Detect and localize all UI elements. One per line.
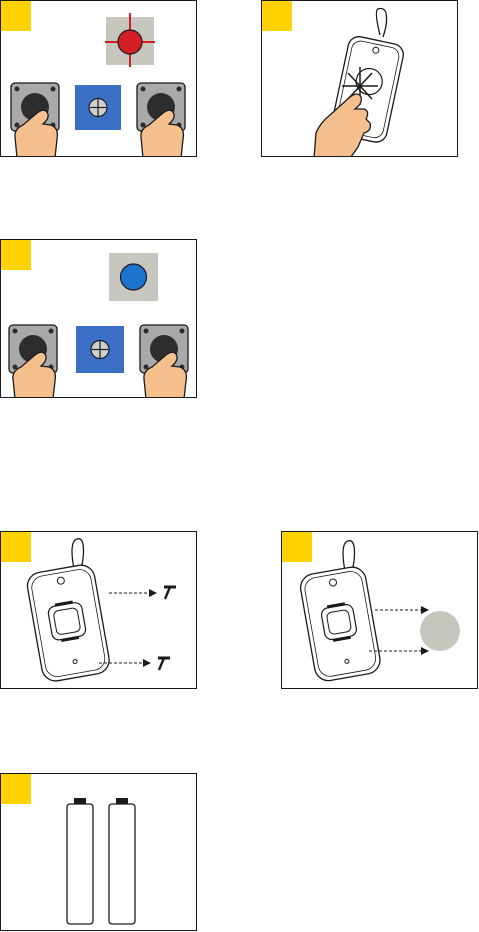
panel-step-3 [0, 239, 197, 398]
panel-step-6 [0, 773, 197, 931]
remote-fob-icon [25, 539, 111, 683]
battery-right-icon [109, 798, 135, 924]
battery-cover-icon [420, 611, 460, 651]
dip-switch-icon [76, 326, 124, 373]
panel-step-1 [0, 0, 197, 157]
arrow-icon [375, 606, 429, 614]
step-tag [1, 774, 31, 804]
indicator-light-icon [109, 253, 158, 301]
screw-icon [158, 658, 170, 670]
step-tag [262, 1, 292, 31]
panel-step-5 [281, 531, 478, 689]
dip-switch-icon [75, 85, 121, 130]
panel-step-2 [261, 0, 458, 157]
panel-step-4 [0, 531, 197, 689]
step-tag [1, 240, 31, 270]
step-tag [282, 532, 312, 562]
battery-left-icon [67, 798, 93, 924]
step-tag [1, 532, 31, 562]
screw-icon [164, 587, 176, 599]
indicator-light-icon [105, 13, 155, 67]
step-tag [1, 1, 31, 31]
arrow-icon [109, 589, 157, 597]
